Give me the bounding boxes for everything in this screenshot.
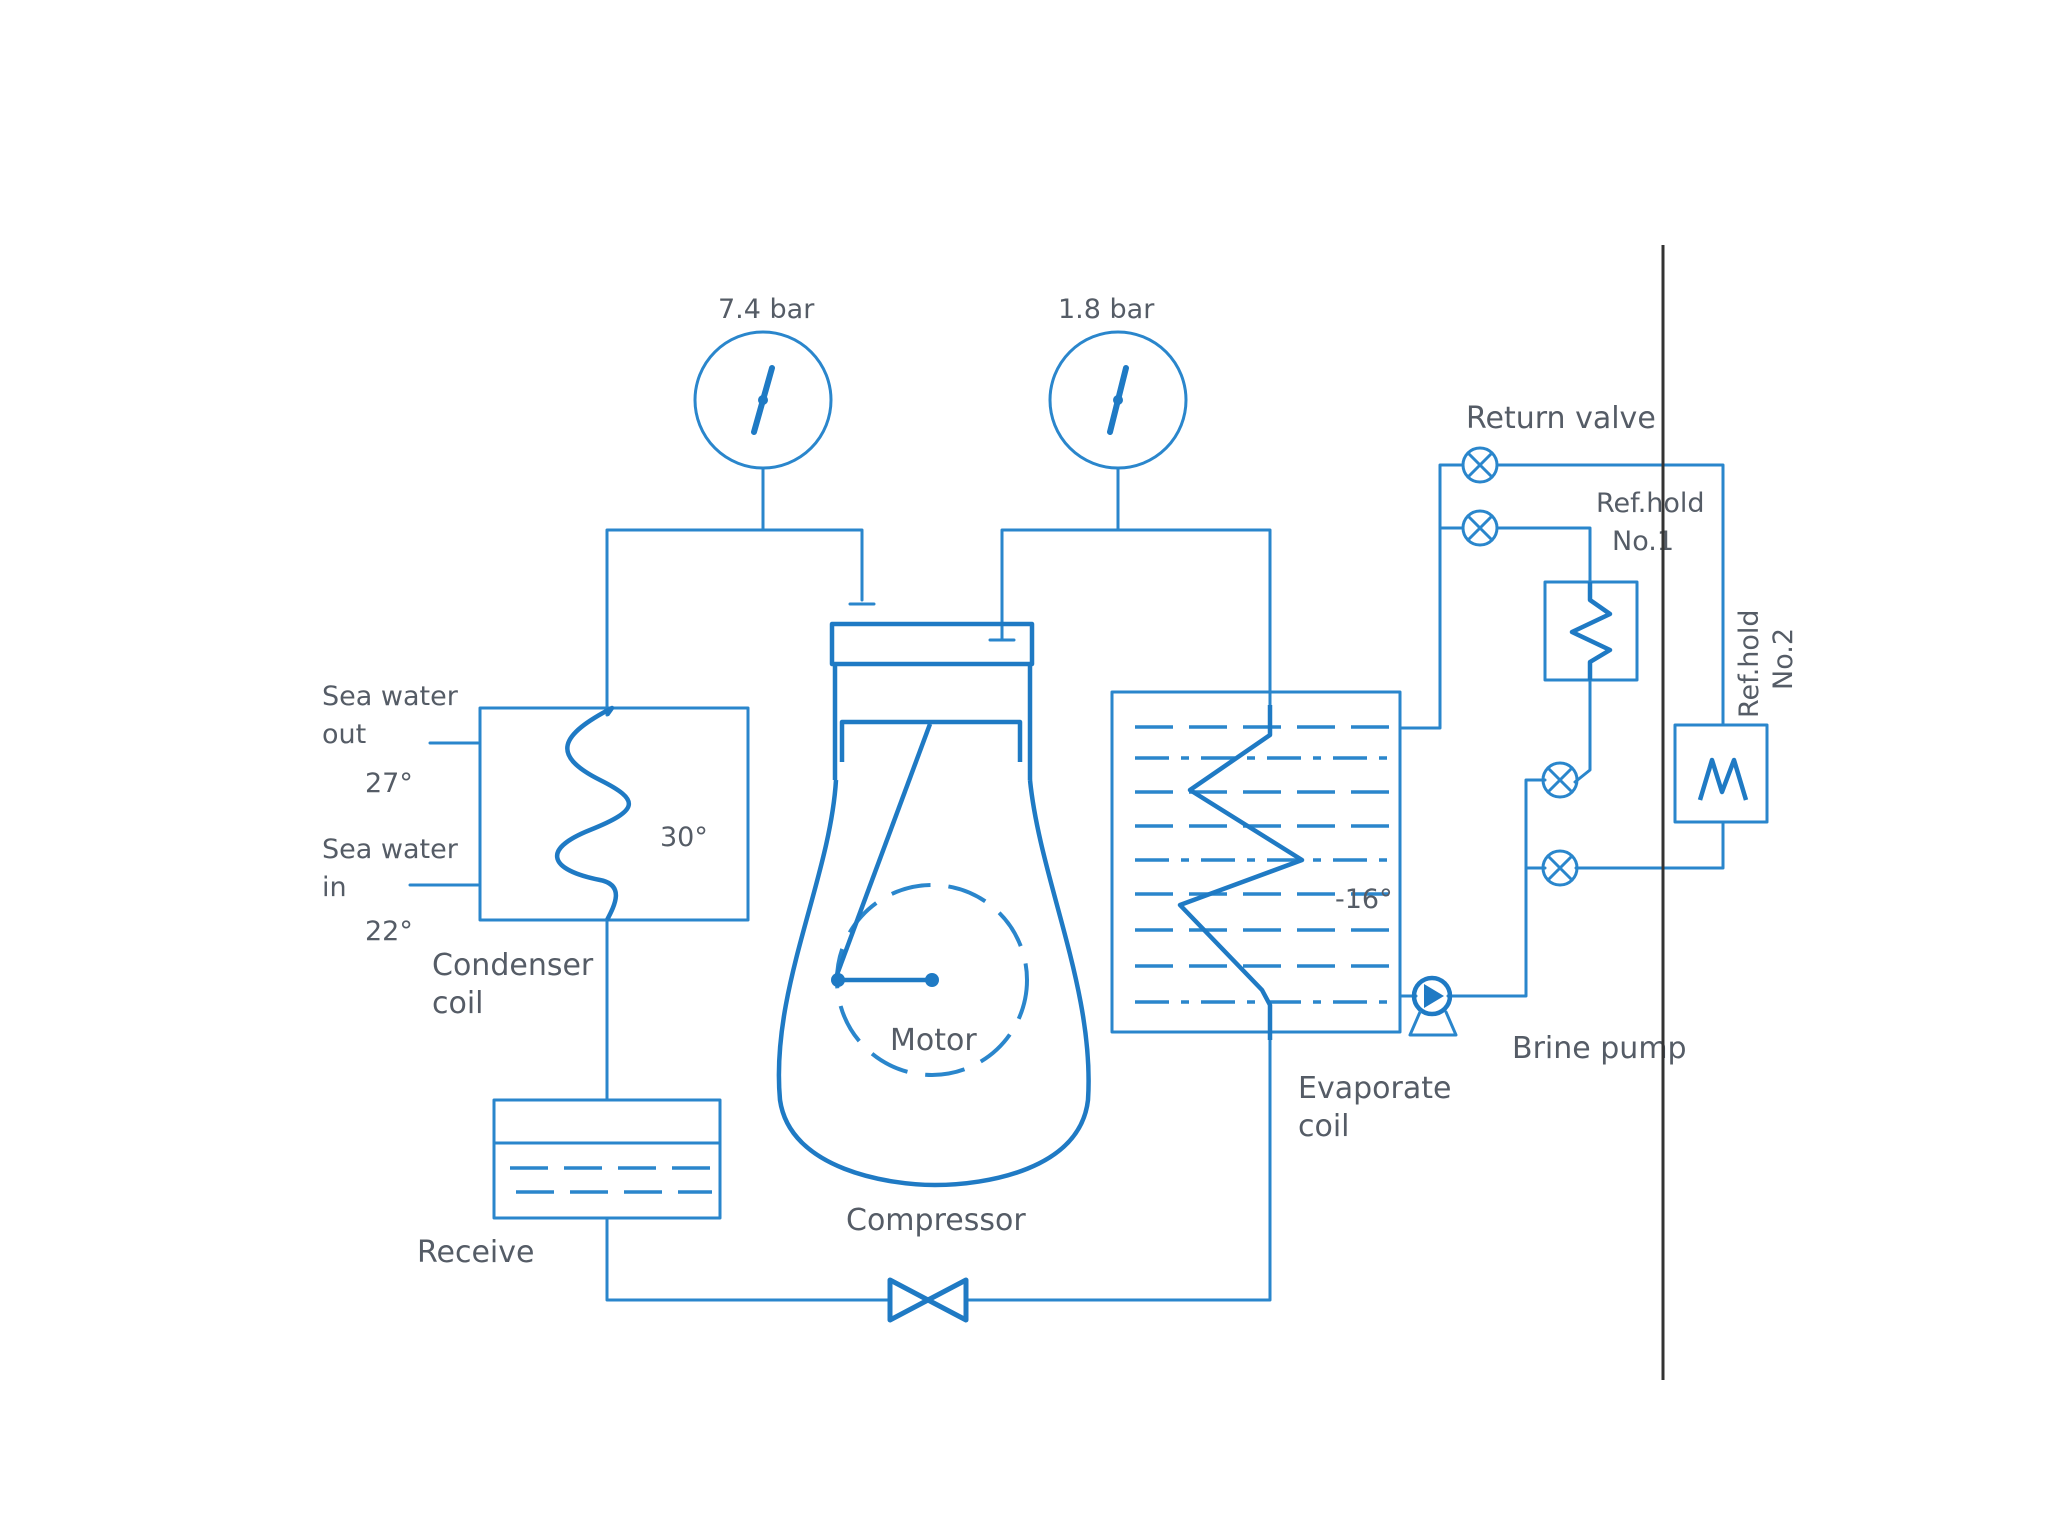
condenser-coil-label-2: coil [432,986,484,1021]
return-valve-upper [1461,446,1499,484]
return-valve-lower [1461,509,1499,547]
evaporator-temp: -16° [1335,884,1393,915]
sea-water-in-temp: 22° [365,916,413,947]
motor-label: Motor [890,1023,977,1058]
return-valve-label: Return valve [1466,401,1656,436]
brine-pump-label: Brine pump [1512,1031,1687,1066]
hold-2-cooler [1673,723,1769,824]
sea-water-out-label-1: Sea water [322,681,459,712]
high-pressure-gauge [693,330,833,532]
hold-1-label-1: Ref.hold [1596,488,1705,519]
receiver [492,1098,722,1220]
hold-2-label-1: Ref.hold [1734,609,1765,718]
condenser-coil-temp: 30° [660,822,708,853]
sea-water-in-label-2: in [322,872,347,903]
condenser [408,705,750,922]
sea-water-in-label-1: Sea water [322,834,459,865]
evaporator-tank [1110,690,1402,1040]
hold-1-label-2: No.1 [1612,526,1674,557]
evaporator-coil-label-1: Evaporate [1298,1071,1451,1106]
high-pressure-label: 7.4 bar [718,294,815,325]
low-pressure-label: 1.8 bar [1058,294,1155,325]
brine-valve-lower [1541,849,1579,887]
brine-piping [1398,463,1725,998]
compressor [776,621,1091,1188]
low-pressure-gauge [1048,330,1188,532]
sea-water-out-temp: 27° [365,768,413,799]
refrigerant-piping [605,528,1272,1302]
brine-valve-upper [1541,761,1579,799]
hold-2-label-2: No.2 [1768,628,1799,690]
evaporator-coil-label-2: coil [1298,1109,1350,1144]
brine-pump [1408,975,1458,1037]
condenser-coil-label-1: Condenser [432,948,594,983]
expansion-valve [887,1277,969,1323]
receiver-label: Receive [417,1235,534,1270]
compressor-label: Compressor [846,1203,1026,1238]
sea-water-out-label-2: out [322,719,366,750]
hold-1-cooler [1543,580,1639,682]
